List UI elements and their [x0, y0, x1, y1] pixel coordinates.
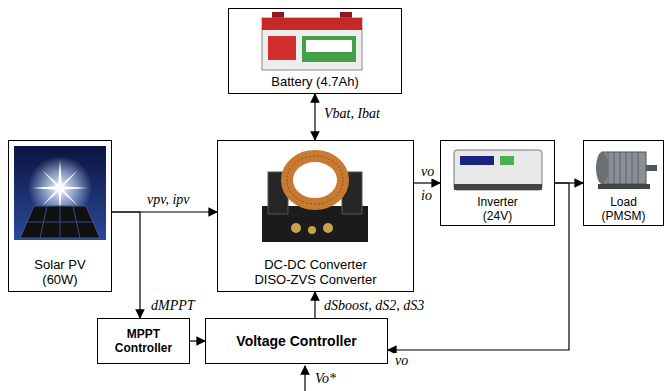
- box-label: DISO-ZVS Converter: [254, 272, 376, 288]
- inverter-base: [454, 184, 542, 190]
- inverter-panel: [460, 156, 494, 165]
- signal-label: Vo*: [314, 371, 337, 386]
- battery-top: [262, 18, 362, 30]
- signal-arrow: [190, 340, 205, 341]
- motor-body: [602, 152, 646, 184]
- signal-label: dSboost, dS2, dS3: [323, 298, 425, 313]
- battery-body: [262, 18, 362, 70]
- signal-label: vpv, ipv: [146, 192, 191, 207]
- controller-box: MPPT Controller: [97, 318, 190, 364]
- motor-end-cap: [596, 152, 608, 184]
- solar-starburst: [32, 160, 88, 212]
- box-label: Load: [610, 196, 637, 209]
- signal-label: vo: [420, 164, 435, 179]
- motor-fins: [608, 152, 638, 184]
- signal-arrow: [314, 94, 315, 140]
- solar-sky: [14, 146, 106, 240]
- box-label: Battery (4.7Ah): [271, 74, 358, 90]
- converter-box: DC-DC ConverterDISO-ZVS Converter: [217, 140, 414, 292]
- converter-capacitor: [308, 226, 316, 234]
- box-label: (PMSM): [602, 210, 646, 223]
- battery-label-panel: [306, 40, 352, 52]
- converter-coil-winding: [287, 156, 343, 204]
- box-label: Inverter: [477, 196, 518, 209]
- converter-coil: [287, 156, 343, 204]
- controller-box: Voltage Controller: [205, 318, 388, 364]
- motor-shaft: [646, 165, 657, 171]
- reference-arrow: [304, 366, 305, 391]
- signal-label: vo: [394, 353, 409, 368]
- load-box: Load(PMSM): [583, 140, 664, 226]
- signal-label: io: [420, 188, 433, 203]
- inverter-body: [454, 150, 542, 190]
- inverter-box: Inverter(24V): [440, 140, 555, 226]
- solar-cell-grid: [27, 206, 93, 238]
- battery-logo: [268, 36, 296, 60]
- signal-label: dMPPT: [150, 298, 196, 313]
- box-label: Solar PV: [34, 257, 85, 273]
- inverter-display: [500, 156, 514, 165]
- box-label: (60W): [42, 272, 77, 288]
- signal-arrow: [314, 292, 315, 318]
- box-label: Voltage Controller: [236, 333, 356, 349]
- box-label: (24V): [483, 210, 512, 223]
- battery-box: Battery (4.7Ah): [228, 8, 402, 94]
- converter-capacitor: [291, 223, 301, 233]
- solar-panel: [20, 206, 100, 238]
- signal-label: Vbat, Ibat: [323, 106, 381, 121]
- solar-box: Solar PV(60W): [8, 140, 112, 292]
- battery-label: [302, 36, 356, 62]
- signal-arrow: [414, 182, 440, 183]
- box-label: MPPT Controller: [102, 327, 185, 355]
- motor-base: [598, 184, 650, 189]
- converter-capacitor: [323, 223, 333, 233]
- signal-arrow: [388, 183, 569, 350]
- signal-arrow: [112, 212, 140, 318]
- box-label: DC-DC Converter: [264, 257, 367, 273]
